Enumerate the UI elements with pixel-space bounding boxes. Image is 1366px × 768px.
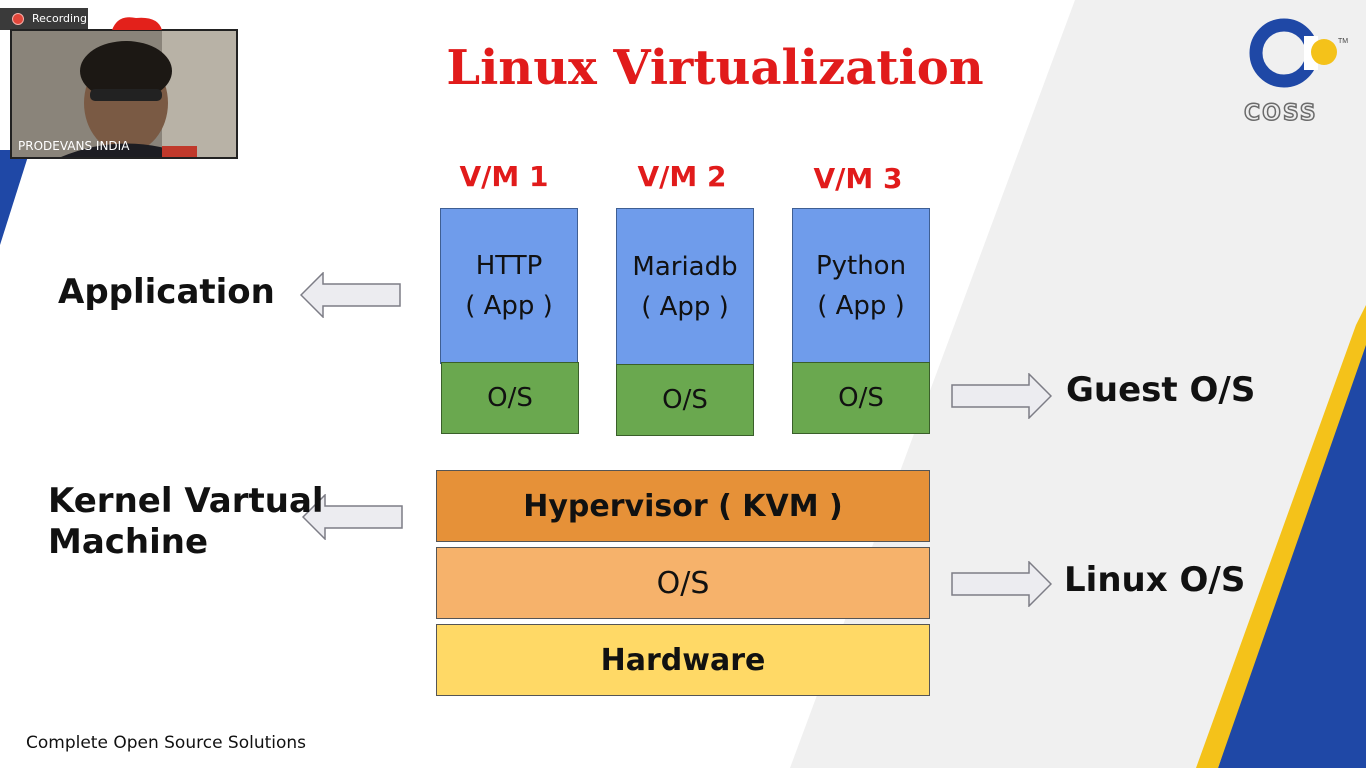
vm-3-app-name: Python bbox=[815, 250, 907, 281]
arrow-right-icon bbox=[951, 373, 1052, 419]
vm-2-app-name: Mariadb bbox=[632, 251, 738, 282]
hypervisor-layer: Hypervisor ( KVM ) bbox=[436, 470, 930, 542]
arrow-left-icon bbox=[300, 272, 401, 318]
vm-2-app-box: Mariadb ( App ) bbox=[616, 208, 754, 366]
vm-1-os-label: O/S bbox=[487, 383, 533, 413]
kernel-virtual-machine-label: Kernel Vartual Machine bbox=[48, 481, 324, 563]
vm-1-app-box: HTTP ( App ) bbox=[440, 208, 578, 364]
vm-1-app-name: HTTP bbox=[475, 250, 543, 281]
hardware-label: Hardware bbox=[600, 642, 766, 678]
slide-footer: Complete Open Source Solutions bbox=[26, 733, 307, 753]
participant-video-icon bbox=[12, 31, 236, 157]
host-os-label: O/S bbox=[656, 565, 710, 601]
guest-os-label: Guest O/S bbox=[1066, 370, 1256, 410]
vm-3-label: V/M 3 bbox=[813, 162, 903, 195]
vm-2-app-tag: ( App ) bbox=[641, 292, 729, 322]
red-shape-icon bbox=[112, 17, 162, 30]
hypervisor-label: Hypervisor ( KVM ) bbox=[523, 488, 843, 524]
logo-text: COSS bbox=[1243, 100, 1318, 127]
slide-title: Linux Virtualization bbox=[446, 40, 984, 96]
vm-3-app-tag: ( App ) bbox=[817, 291, 905, 321]
coss-logo-icon bbox=[1249, 18, 1337, 88]
vm-2-label: V/M 2 bbox=[637, 160, 727, 193]
logo-trademark: TM bbox=[1338, 38, 1349, 45]
arrow-right-icon bbox=[951, 561, 1052, 607]
vm-3-os-label: O/S bbox=[838, 383, 884, 413]
host-os-layer: O/S bbox=[436, 547, 930, 619]
recording-label: Recording bbox=[32, 12, 88, 25]
linux-os-label: Linux O/S bbox=[1064, 560, 1246, 600]
vm-1-os-box: O/S bbox=[441, 362, 579, 434]
vm-1-app-tag: ( App ) bbox=[465, 291, 553, 321]
kvm-label-line-2: Machine bbox=[48, 521, 209, 562]
vm-3-os-box: O/S bbox=[792, 362, 930, 434]
arrow-left-icon bbox=[302, 494, 403, 540]
application-label: Application bbox=[58, 272, 275, 312]
recording-icon bbox=[12, 13, 24, 25]
vm-3-app-box: Python ( App ) bbox=[792, 208, 930, 364]
webcam-video-tile[interactable]: PRODEVANS INDIA bbox=[10, 29, 238, 159]
kvm-label-line-1: Kernel Vartual bbox=[48, 481, 324, 521]
vm-2-os-label: O/S bbox=[662, 385, 708, 415]
hardware-layer: Hardware bbox=[436, 624, 930, 696]
vm-1-label: V/M 1 bbox=[459, 160, 549, 193]
recording-indicator-bar bbox=[0, 8, 88, 30]
participant-name-label: PRODEVANS INDIA bbox=[18, 139, 130, 153]
vm-2-os-box: O/S bbox=[616, 364, 754, 436]
